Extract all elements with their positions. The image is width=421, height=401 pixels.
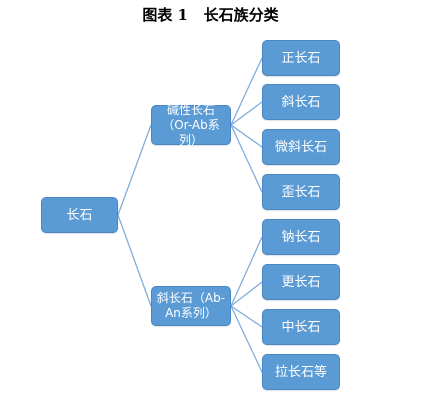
group-node-alkali-feldspar: 碱性长石 （Or-Ab系列） xyxy=(151,103,231,148)
leaf-node-label: 正长石 xyxy=(281,50,321,66)
leaf-node-label: 更长石 xyxy=(281,274,321,290)
connector-group-2-to-leaf-4 xyxy=(230,305,263,373)
group-node-label-line-2: An系列） xyxy=(165,306,217,320)
leaf-node-albite: 钠长石 xyxy=(262,219,340,255)
group-node-plagioclase: 斜长石（Ab- An系列） xyxy=(151,286,231,326)
group-node-label-line-2: （Or-Ab系列） xyxy=(162,117,220,147)
leaf-node-oligoclase: 更长石 xyxy=(262,264,340,300)
leaf-node-anorthoclase: 歪长石 xyxy=(262,174,340,210)
diagram-title: 图表 1 长石族分类 xyxy=(142,6,279,24)
connector-group-2-to-leaf-3 xyxy=(230,305,263,328)
leaf-node-label: 斜长石 xyxy=(281,94,321,110)
leaf-node-labradorite-etc: 拉长石等 xyxy=(262,354,340,390)
leaf-node-label: 微斜长石 xyxy=(274,139,327,155)
leaf-node-andesine: 中长石 xyxy=(262,309,340,345)
group-node-label-line-1: 碱性长石 xyxy=(166,102,215,117)
connector-group-1-to-leaf-3 xyxy=(230,124,263,148)
connector-group-1-to-leaf-4 xyxy=(230,124,263,193)
group-node-label: 碱性长石 （Or-Ab系列） xyxy=(155,103,227,148)
leaf-node-label: 歪长石 xyxy=(281,184,321,200)
connector-group-1-to-leaf-1 xyxy=(230,57,263,126)
leaf-node-orthoclase: 正长石 xyxy=(262,40,340,76)
connector-group-2-to-leaf-2 xyxy=(230,281,263,307)
connector-root-to-group-2 xyxy=(117,214,152,307)
connector-group-2-to-leaf-1 xyxy=(230,236,263,307)
connector-group-1-to-leaf-2 xyxy=(230,101,263,126)
root-node-feldspar: 长石 xyxy=(41,197,118,233)
leaf-node-plagioclase: 斜长石 xyxy=(262,84,340,120)
leaf-node-label: 钠长石 xyxy=(281,229,321,245)
leaf-node-label: 拉长石等 xyxy=(274,364,327,380)
connector-root-to-group-1 xyxy=(117,124,152,216)
group-node-label: 斜长石（Ab- An系列） xyxy=(157,291,225,321)
group-node-label-line-1: 斜长石（Ab- xyxy=(156,291,226,305)
root-node-label: 长石 xyxy=(66,207,93,223)
leaf-node-microcline: 微斜长石 xyxy=(262,129,340,165)
leaf-node-label: 中长石 xyxy=(281,319,321,335)
